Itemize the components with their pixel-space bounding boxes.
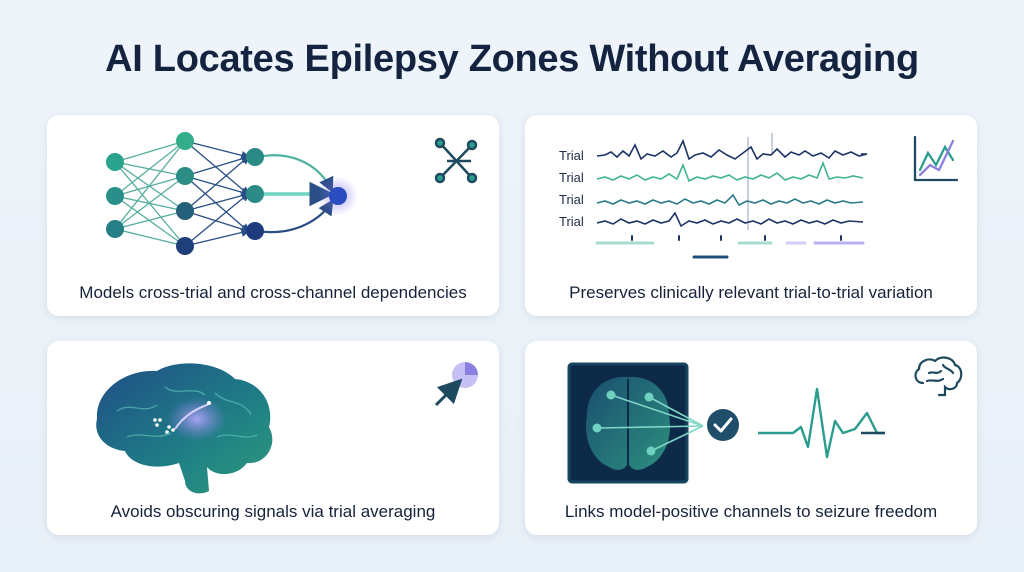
card-trial-variation: Trial Trial Trial Trial Preserves clinic…	[525, 115, 977, 316]
card-cross-dependencies: Models cross-trial and cross-channel dep…	[47, 115, 499, 316]
trial-label: Trial	[559, 148, 584, 163]
network-arrows	[184, 140, 251, 247]
heartbeat-line	[758, 387, 885, 459]
waveform-trial-1	[596, 138, 868, 161]
brain-scan-diagram	[567, 356, 963, 484]
caption-seizure-freedom: Links model-positive channels to seizure…	[564, 502, 938, 521]
brain-highlight-diagram	[96, 362, 478, 494]
network-edges	[114, 140, 186, 247]
caption-cross-dependencies: Models cross-trial and cross-channel dep…	[79, 283, 467, 302]
caption-avoid-averaging: Avoids obscuring signals via trial avera…	[110, 502, 436, 521]
network-nodes	[106, 132, 347, 255]
arrow-target-icon	[434, 362, 478, 407]
channel-nodes	[592, 390, 656, 456]
brain-icon	[914, 356, 963, 397]
brain-folds	[116, 386, 258, 438]
trial-label: Trial	[559, 214, 584, 229]
trial-label: Trial	[559, 170, 584, 185]
electrode-points	[153, 401, 211, 434]
waveform-trial-3	[596, 193, 864, 207]
page-title: AI Locates Epilepsy Zones Without Averag…	[105, 38, 919, 80]
card-seizure-freedom: Links model-positive channels to seizure…	[525, 341, 977, 535]
event-markers	[595, 235, 865, 259]
caption-trial-variation: Preserves clinically relevant trial-to-t…	[569, 283, 933, 302]
waveform-trial-4	[596, 211, 864, 228]
trial-label: Trial	[559, 192, 584, 207]
card-avoid-averaging: Avoids obscuring signals via trial avera…	[47, 341, 499, 535]
trial-waveforms-diagram: Trial Trial Trial Trial	[559, 133, 959, 259]
check-icon	[707, 409, 739, 441]
hot-spot	[167, 397, 227, 441]
line-chart-icon	[913, 135, 959, 182]
network-graph-icon	[434, 137, 478, 184]
scan-connections	[596, 394, 704, 452]
waveform-trial-2	[596, 160, 864, 183]
neural-network-diagram	[106, 132, 478, 255]
